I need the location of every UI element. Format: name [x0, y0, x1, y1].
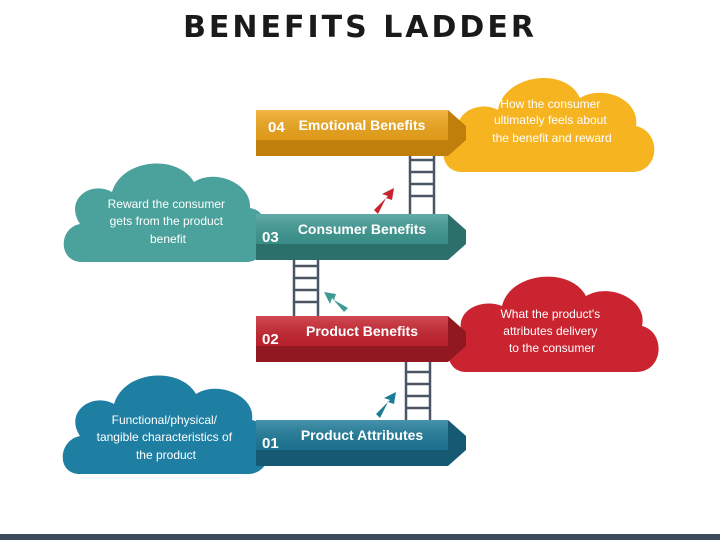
step-04-emotional-benefits: 04 Emotional Benefits — [256, 110, 466, 156]
step-04-number: 04 — [268, 119, 285, 136]
cloud-04-line-2: ultimately feels about — [494, 113, 607, 127]
cloud-emotional-benefits: How the consumer ultimately feels about … — [443, 77, 655, 172]
step-02-number: 02 — [262, 331, 279, 348]
arrow-up-right-icon — [376, 392, 396, 418]
cloud-01-line-2: tangible characteristics of — [97, 430, 233, 444]
step-01-product-attributes: 01 Product Attributes — [256, 420, 466, 466]
ladder-02-to-03 — [292, 255, 320, 318]
step-02-label: Product Benefits — [306, 323, 418, 339]
svg-text:Reward the consumer gets: Reward the consumer gets from the produc… — [108, 197, 229, 246]
cloud-03-line-3: benefit — [150, 232, 187, 246]
cloud-02-line-2: attributes delivery — [503, 324, 597, 338]
step-03-consumer-benefits: 03 Consumer Benefits — [256, 214, 466, 260]
arrow-up-right-icon — [374, 188, 394, 214]
step-01-label: Product Attributes — [301, 427, 424, 443]
cloud-02-line-3: to the consumer — [509, 341, 595, 355]
cloud-product-benefits: What the product's attributes delivery t… — [448, 276, 659, 372]
cloud-01-line-3: the product — [136, 448, 197, 462]
svg-text:How the consumer ultimat: How the consumer ultimately feels about … — [492, 97, 611, 145]
cloud-02-line-1: What the product's — [500, 307, 600, 321]
ladder-01-to-02 — [404, 362, 432, 422]
cloud-04-line-1: How the consumer — [500, 97, 600, 111]
ladder-03-to-04 — [408, 148, 436, 214]
step-01-number: 01 — [262, 435, 279, 452]
footer-bar — [0, 534, 720, 540]
step-02-product-benefits: 02 Product Benefits — [256, 316, 466, 362]
cloud-03-line-2: gets from the product — [110, 214, 224, 228]
step-03-number: 03 — [262, 229, 279, 246]
step-03-label: Consumer Benefits — [298, 221, 427, 237]
cloud-product-attributes: Functional/physical/ tangible characteri… — [62, 375, 271, 474]
page-title: BENEFITS LADDER — [183, 10, 537, 45]
cloud-04-line-3: the benefit and reward — [492, 131, 611, 145]
cloud-03-line-1: Reward the consumer — [108, 197, 225, 211]
svg-text:What the product's attri: What the product's attributes delivery t… — [500, 307, 603, 355]
arrow-up-left-icon — [324, 292, 348, 312]
cloud-consumer-benefits: Reward the consumer gets from the produc… — [63, 163, 269, 262]
cloud-01-line-1: Functional/physical/ — [112, 413, 218, 427]
svg-text:Functional/physical/ tan: Functional/physical/ tangible characteri… — [97, 413, 236, 462]
step-04-label: Emotional Benefits — [299, 117, 426, 133]
